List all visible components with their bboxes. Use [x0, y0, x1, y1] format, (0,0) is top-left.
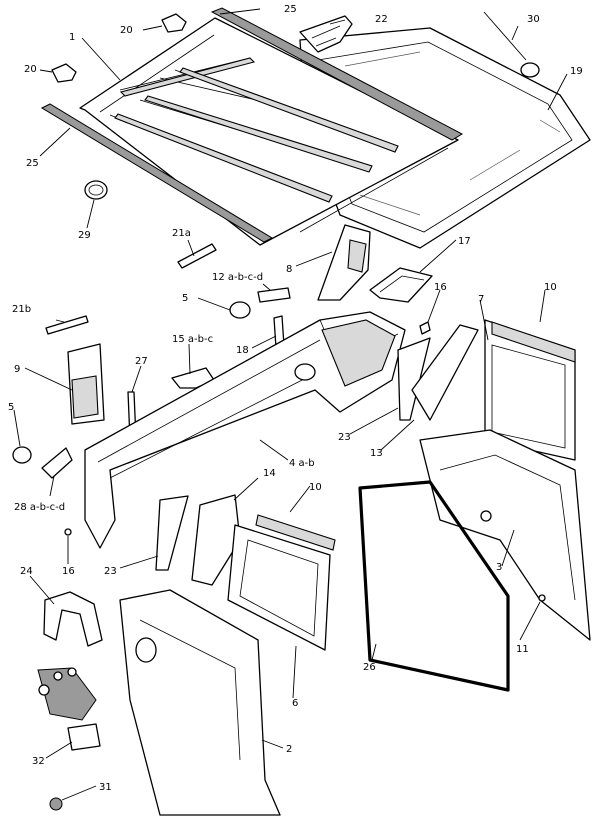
callout-leader-lines — [13, 8, 568, 801]
callout-30: 30 — [527, 14, 540, 25]
part-28-side-piece — [41, 447, 73, 479]
part-1-roof-panel — [79, 17, 459, 246]
callout-10b: 10 — [309, 482, 322, 493]
callout-8: 8 — [286, 264, 292, 275]
callout-21a: 21a — [172, 228, 191, 239]
callout-7: 7 — [478, 294, 484, 305]
part-25-roof-seal-strips — [40, 7, 464, 243]
part-16-screws — [64, 321, 431, 536]
callout-14: 14 — [263, 468, 276, 479]
callout-29: 29 — [78, 230, 91, 241]
callout-1: 1 — [69, 32, 75, 43]
part-2-front-quarter-panel — [119, 589, 281, 816]
callout-27: 27 — [135, 356, 148, 367]
part-30-antenna — [483, 11, 540, 78]
part-24-wheel-house — [43, 591, 103, 647]
callout-25a: 25 — [284, 4, 297, 15]
part-26-door-seal — [358, 480, 510, 692]
callout-16b: 16 — [62, 566, 75, 577]
callout-24: 24 — [20, 566, 33, 577]
part-23-trim-strips — [155, 337, 431, 571]
callout-25b: 25 — [26, 158, 39, 169]
callout-labels: 1 2 3 4 a-b 5 5 6 7 8 9 10 10 11 12 a-b-… — [8, 4, 583, 793]
callout-21b: 21b — [12, 304, 31, 315]
part-29-grommet — [84, 180, 108, 200]
callout-19: 19 — [570, 66, 583, 77]
callout-26: 26 — [363, 662, 376, 673]
part-20-roof-clips — [51, 13, 187, 83]
callout-16a: 16 — [434, 282, 447, 293]
callout-31: 31 — [99, 782, 112, 793]
part-11-fastener — [538, 594, 546, 602]
callout-11: 11 — [516, 644, 529, 655]
part-21-trim-strips — [45, 243, 217, 335]
callout-15: 15 a-b-c — [172, 334, 213, 345]
callout-13: 13 — [370, 448, 383, 459]
part-13-arch-trim — [411, 324, 479, 421]
part-10-side-window-upper — [484, 319, 576, 461]
callout-17: 17 — [458, 236, 471, 247]
callout-5a: 5 — [182, 293, 188, 304]
callout-4: 4 a-b — [289, 458, 315, 469]
part-17-bracket — [369, 267, 433, 303]
callout-20b: 20 — [24, 64, 37, 75]
part-4-body-rail — [84, 311, 406, 549]
callout-5b: 5 — [8, 402, 14, 413]
callout-6: 6 — [292, 698, 298, 709]
callout-28: 28 a-b-c-d — [14, 502, 65, 513]
callout-23a: 23 — [338, 432, 351, 443]
callout-12: 12 a-b-c-d — [212, 272, 263, 283]
part-31-nut — [49, 797, 63, 811]
callout-23b: 23 — [104, 566, 117, 577]
callout-9: 9 — [14, 364, 20, 375]
callout-22: 22 — [375, 14, 388, 25]
part-3-rear-quarter-panel — [419, 429, 591, 641]
callout-18: 18 — [236, 345, 249, 356]
part-22-roof-bracket — [299, 15, 353, 53]
callout-20a: 20 — [120, 25, 133, 36]
part-12-plates — [257, 287, 291, 303]
part-6-side-window — [227, 524, 331, 651]
part-8-pillar-trim — [317, 224, 371, 301]
part-14-pillar — [191, 494, 241, 586]
callout-2: 2 — [286, 744, 292, 755]
callout-10a: 10 — [544, 282, 557, 293]
callout-3: 3 — [496, 562, 502, 573]
part-10-side-window-lower — [255, 514, 336, 551]
part-32-wiring-assembly — [37, 667, 101, 751]
part-9-pillar-panel — [67, 343, 105, 425]
callout-32: 32 — [32, 756, 45, 767]
